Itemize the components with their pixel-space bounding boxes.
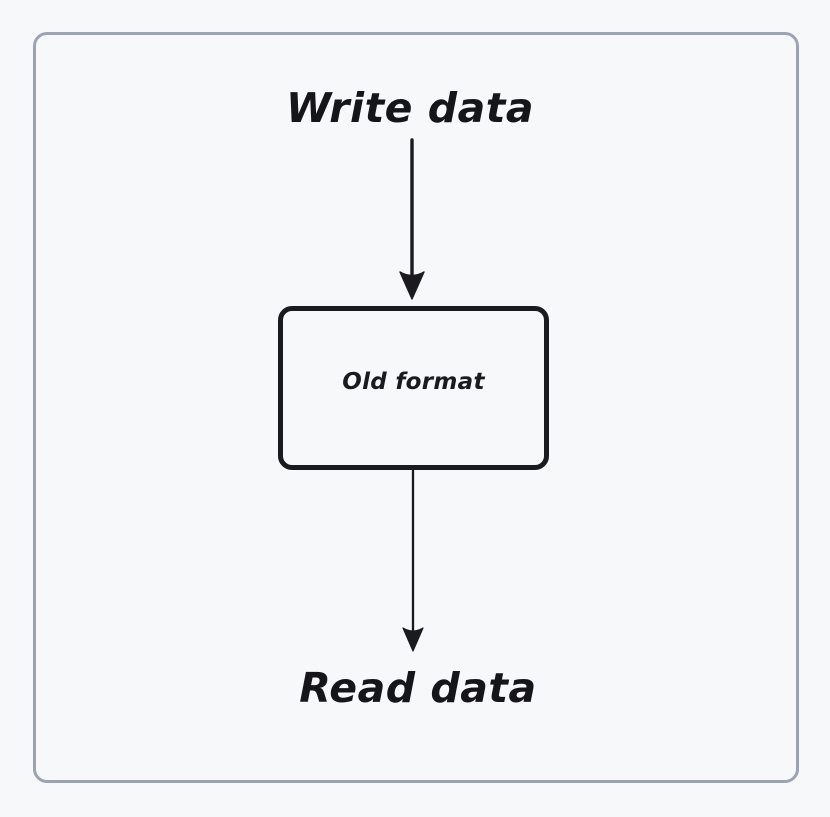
- label-write-data: Write data: [285, 84, 535, 132]
- node-old-format-label: Old format: [342, 369, 485, 395]
- node-old-format[interactable]: Old format: [278, 306, 549, 470]
- label-read-data: Read data: [299, 664, 537, 712]
